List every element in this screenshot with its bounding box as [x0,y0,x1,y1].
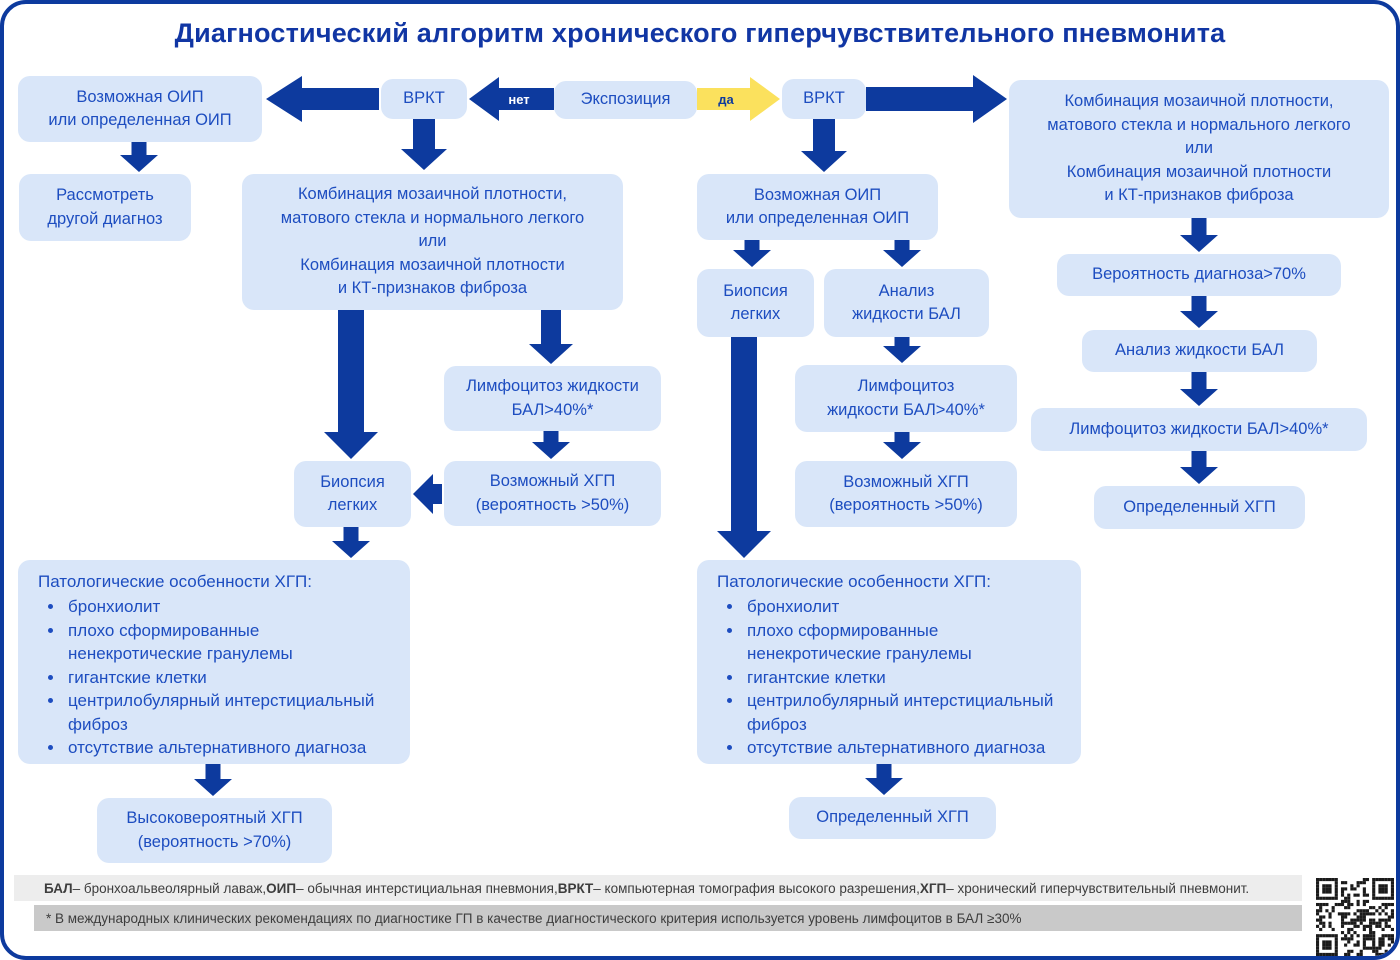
box-lung-biopsy-mid: Биопсия легких [697,269,814,337]
down-arrow [1180,218,1218,252]
pathology-list: бронхиолит плохо сформированные ненекрот… [38,595,398,759]
pathology-item: гигантские клетки [65,666,398,689]
box-lymphocytosis-left: Лимфоцитоз жидкости БАЛ>40%* [444,366,661,431]
pathology-item: центрилобулярный интерстициальный фиброз [65,689,398,736]
box-probability-70: Вероятность диагноза>70% [1057,254,1341,296]
box-consider-other-diagnosis: Рассмотреть другой диагноз [19,174,191,241]
box-possible-uip-mid: Возможная ОИП или определенная ОИП [697,174,938,240]
down-arrow [1180,372,1218,406]
box-bal-analysis-right: Анализ жидкости БАЛ [1082,330,1317,372]
footnote-asterisk: * В международных клинических рекомендац… [34,905,1302,931]
down-arrow [194,764,232,796]
box-vrkt-left: ВРКТ [381,79,467,119]
arrow-to-combination-right [866,75,1007,123]
box-lymphocytosis-right: Лимфоцитоз жидкости БАЛ>40%* [1031,408,1367,451]
box-possible-uip-left: Возможная ОИП или определенная ОИП [18,76,262,142]
pathology-item: центрилобулярный интерстициальный фиброз [744,689,1069,736]
down-arrow [401,119,447,170]
pathology-item: гигантские клетки [744,666,1069,689]
box-lymphocytosis-mid: Лимфоцитоз жидкости БАЛ>40%* [795,365,1017,432]
pathology-item: плохо сформированные ненекротические гра… [65,619,398,666]
qr-code-image [1316,878,1394,956]
qr-code [1312,874,1396,956]
pathology-title: Патологические особенности ХГП: [38,572,312,591]
down-arrow [865,764,903,795]
box-vrkt-right: ВРКТ [782,79,866,119]
down-arrow [801,119,847,172]
box-combination-right: Комбинация мозаичной плотности, матового… [1009,80,1389,218]
down-arrow [883,240,921,267]
down-arrow [1180,451,1218,484]
pathology-item: бронхиолит [744,595,1069,618]
left-arrow-to-biopsy [413,474,442,514]
pathology-item: плохо сформированные ненекротические гра… [744,619,1069,666]
box-bal-analysis-mid: Анализ жидкости БАЛ [824,269,989,337]
arrow-to-possible-uip-left [266,76,379,122]
pathology-item: отсутствие альтернативного диагноза [65,736,398,759]
box-definite-hp-right: Определенный ХГП [1094,486,1305,529]
yes-label: да [718,92,734,107]
box-pathology-features-mid: Патологические особенности ХГП: бронхиол… [697,560,1081,764]
box-combination-left: Комбинация мозаичной плотности, матового… [242,174,623,310]
down-arrow [332,527,370,558]
footnote-abbreviations: БАЛ – бронхоальвеолярный лаваж, ОИП – об… [14,875,1302,901]
box-high-probability-hp: Высоковероятный ХГП (вероятность >70%) [97,798,332,863]
box-possible-hp-left: Возможный ХГП (вероятность >50%) [444,461,661,526]
box-exposure: Экспозиция [554,81,697,119]
no-label: нет [508,92,530,107]
down-arrow-long [324,310,378,459]
down-arrow-long [717,337,771,558]
box-lung-biopsy-left: Биопсия легких [294,461,411,527]
down-arrow [529,310,573,364]
down-arrow [1180,296,1218,328]
box-pathology-features-left: Патологические особенности ХГП: бронхиол… [18,560,410,764]
down-arrow [883,337,921,363]
pathology-item: бронхиолит [65,595,398,618]
down-arrow [883,432,921,459]
pathology-item: отсутствие альтернативного диагноза [744,736,1069,759]
pathology-title: Патологические особенности ХГП: [717,572,991,591]
down-arrow [532,431,570,459]
pathology-list: бронхиолит плохо сформированные ненекрот… [717,595,1069,759]
box-definite-hp-mid: Определенный ХГП [789,797,996,839]
box-possible-hp-mid: Возможный ХГП (вероятность >50%) [795,461,1017,527]
down-arrow [733,240,771,267]
down-arrow [120,142,158,172]
page-title: Диагностический алгоритм хронического ги… [174,18,1226,48]
